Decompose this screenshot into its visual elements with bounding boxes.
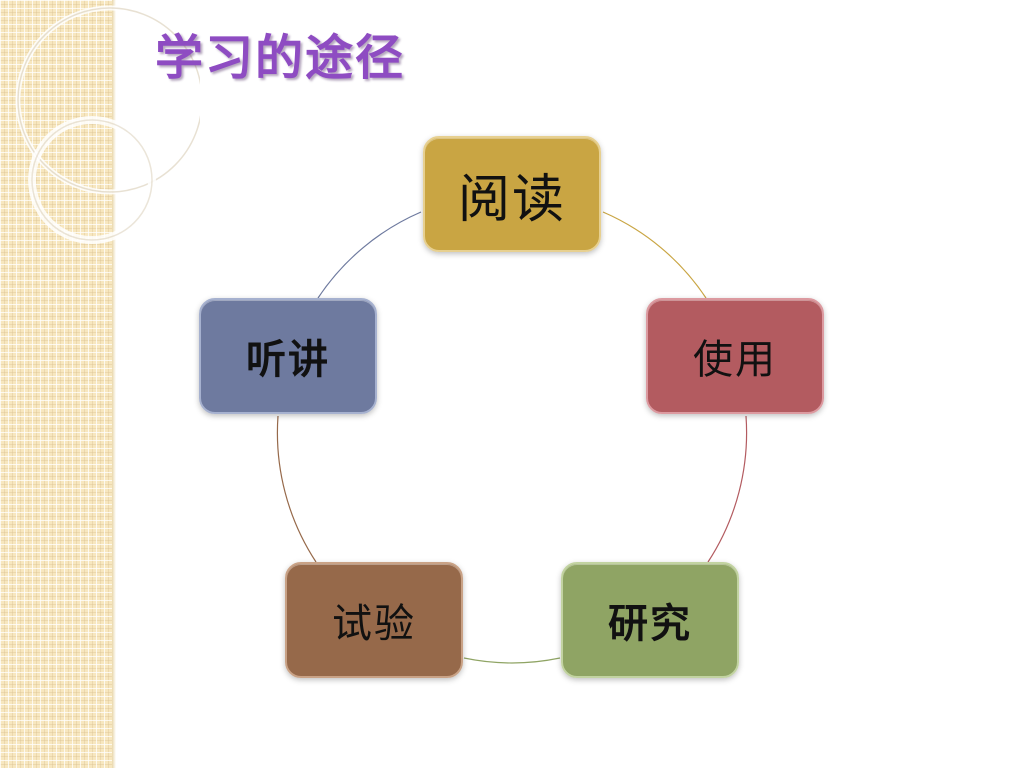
cycle-arc-lecture-reading — [317, 211, 422, 299]
decorative-strip-edge — [112, 0, 116, 768]
cycle-arc-using-research — [707, 415, 748, 563]
cycle-node-label: 使用 — [693, 337, 777, 383]
cycle-node-research[interactable]: 研究 — [561, 562, 739, 678]
cycle-node-lecture[interactable]: 听讲 — [199, 298, 377, 414]
cycle-node-experiment[interactable]: 试验 — [285, 562, 463, 678]
cycle-node-label: 研究 — [608, 601, 692, 647]
slide-title: 学习的途径 — [155, 30, 406, 86]
cycle-arc-research-experiment — [463, 657, 561, 664]
cycle-node-using[interactable]: 使用 — [646, 298, 824, 414]
cycle-node-label: 试验 — [332, 601, 416, 647]
cycle-arc-reading-using — [602, 211, 707, 299]
cycle-node-label: 听讲 — [246, 337, 330, 383]
cycle-node-reading[interactable]: 阅读 — [423, 136, 601, 252]
cycle-node-label: 阅读 — [457, 169, 566, 230]
cycle-arc-experiment-lecture — [276, 415, 317, 563]
